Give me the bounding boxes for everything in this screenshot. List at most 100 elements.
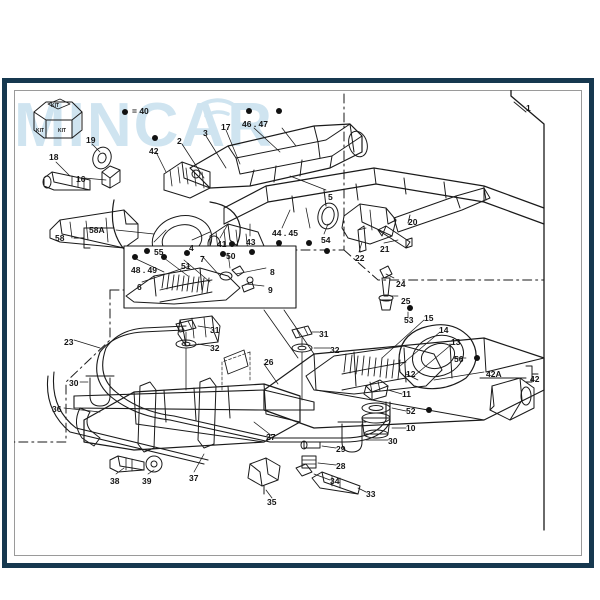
part-number-14: 14	[439, 325, 449, 335]
part-number-29: 29	[336, 444, 346, 454]
part-number-30: 30	[388, 436, 398, 446]
kit-icon-text-right: KIT	[58, 128, 66, 134]
kit-icon-text-top: KIT	[51, 103, 59, 109]
part-number-55: 55	[154, 247, 164, 257]
part-number-37: 37	[189, 473, 199, 483]
dashdot-upper	[261, 93, 345, 251]
part-number-32: 32	[210, 343, 220, 353]
kit-icon-text-left: KIT	[36, 128, 44, 134]
dashdot-left	[14, 289, 111, 443]
part-number-33: 33	[366, 489, 376, 499]
part-39-washer	[145, 455, 163, 473]
part-34-bolt	[295, 463, 313, 477]
part-number-51: 51	[181, 261, 191, 271]
part-number-42: 42	[149, 146, 159, 156]
kit-box-icon	[33, 98, 83, 139]
part-16-block	[101, 165, 121, 189]
part-number-52: 52	[406, 406, 416, 416]
inner-frame	[14, 90, 582, 556]
part-18-pin	[42, 171, 91, 191]
part-number-19: 19	[86, 135, 96, 145]
part-number-39: 39	[142, 476, 152, 486]
part-number-10: 10	[406, 423, 416, 433]
part-number-30: 30	[69, 378, 79, 388]
part-number-2: 2	[177, 136, 182, 146]
leader-lines	[55, 127, 485, 499]
part-number-46---47: 46 . 47	[242, 119, 268, 129]
part-31-right	[291, 325, 313, 339]
part-number-35: 35	[267, 497, 277, 507]
marker-dot-d43	[249, 249, 255, 255]
part-number-43: 43	[246, 237, 256, 247]
part-number-42A: 42A	[486, 369, 502, 379]
part-number-3: 3	[203, 128, 208, 138]
dashdot-right	[343, 249, 545, 281]
part-11-cap	[363, 379, 389, 401]
part-24-25-stack	[378, 265, 394, 311]
lower-arc-frame	[46, 375, 205, 465]
diagram-canvas: MINCAR KI	[14, 90, 582, 556]
bracket-58	[83, 227, 91, 249]
callout-leader-a	[283, 309, 315, 355]
part-number-50: 50	[226, 251, 236, 261]
part-number-25: 25	[401, 296, 411, 306]
part-number-54: 54	[321, 235, 331, 245]
part-number-23: 23	[64, 337, 74, 347]
part-number-17: 17	[221, 122, 231, 132]
marker-dot-d53	[407, 305, 413, 311]
part-35-bracket	[247, 457, 281, 495]
part-30-ubolt-left	[85, 375, 115, 407]
part-number-8: 8	[270, 267, 275, 277]
lower-arc-frame-2	[52, 371, 209, 461]
marker-dot-d56	[474, 355, 480, 361]
part-number-26: 26	[264, 357, 274, 367]
part-number-11: 11	[402, 389, 411, 399]
marker-dot-d40	[122, 109, 128, 115]
part-number-15: 15	[424, 313, 434, 323]
part-number-38: 38	[110, 476, 120, 486]
part-33-bolt	[311, 471, 361, 495]
part-number-31: 31	[210, 325, 220, 335]
leader-20	[407, 214, 411, 224]
part-28-nut	[301, 455, 317, 469]
marker-dot-d46	[246, 108, 252, 114]
technical-linework: KIT KIT KIT	[14, 90, 545, 531]
callout-leader-b	[263, 309, 299, 359]
part-19-washer	[92, 146, 112, 170]
part-number-6: 6	[137, 282, 142, 292]
part-number-22: 22	[355, 253, 365, 263]
marker-dot-d48	[132, 254, 138, 260]
right-end-fitting	[489, 377, 535, 421]
part-number-41: 41	[217, 239, 227, 249]
part-number-16: 16	[76, 174, 86, 184]
part-31-left	[175, 319, 197, 333]
marker-dot-d55	[144, 248, 150, 254]
part-number-28: 28	[336, 461, 346, 471]
marker-dot-d45	[306, 240, 312, 246]
part-number-1: 1	[526, 103, 531, 113]
part-38-bolt	[109, 455, 145, 473]
part-number-7: 7	[200, 254, 205, 264]
marker-dot-d50	[229, 241, 235, 247]
detail-callout-contents	[125, 252, 267, 305]
part-number-24: 24	[396, 279, 406, 289]
part-number-32: 32	[330, 345, 340, 355]
lower-drum	[76, 377, 301, 453]
part-number-44---45: 44 . 45	[272, 228, 298, 238]
marker-dot-d47	[276, 108, 282, 114]
part-12-mount	[221, 349, 251, 391]
part-22-bolt	[357, 225, 367, 253]
lower-boom-body	[223, 167, 545, 225]
part-number-34: 34	[330, 476, 340, 486]
part-number-27: 27	[266, 432, 276, 442]
bucket-link-loop	[398, 324, 477, 390]
part-54-oring	[317, 202, 339, 230]
part-30-ubolt-right	[337, 421, 367, 453]
leader-24	[385, 273, 395, 279]
part-21-bolt	[377, 225, 413, 249]
lower-cylinder-coil	[305, 345, 443, 395]
upper-boom-body	[189, 123, 368, 189]
part-number-53: 53	[404, 315, 414, 325]
part-number-48---49: 48 . 49	[131, 265, 157, 275]
legend-equals-label: = 40	[132, 106, 149, 116]
